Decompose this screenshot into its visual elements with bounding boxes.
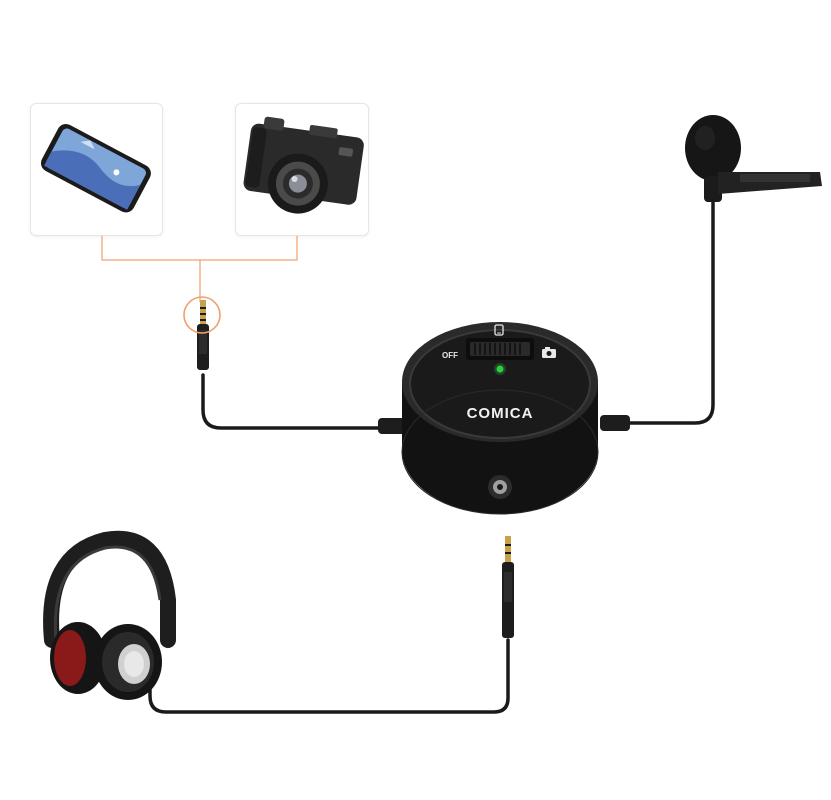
brand-logo-text: COMICA bbox=[467, 405, 534, 422]
headphone-plug bbox=[502, 536, 514, 638]
camera-image bbox=[243, 116, 364, 214]
output-cable bbox=[201, 373, 384, 430]
smartphone-image bbox=[40, 124, 151, 213]
lavalier-microphone bbox=[685, 115, 822, 202]
left-strain-relief bbox=[378, 418, 408, 434]
phone-icon bbox=[494, 324, 504, 336]
headphones bbox=[43, 530, 176, 700]
trrs-plug bbox=[197, 300, 209, 370]
camera-card bbox=[235, 103, 369, 236]
microphone-cable bbox=[623, 200, 715, 425]
source-bracket bbox=[101, 236, 298, 302]
status-led bbox=[496, 365, 504, 373]
camera-icon bbox=[542, 347, 556, 358]
plug-highlight-ring bbox=[183, 296, 221, 334]
right-strain-relief bbox=[600, 415, 630, 431]
switch-off-label: OFF bbox=[442, 351, 458, 360]
headphone-cable bbox=[148, 638, 510, 714]
smartphone-card bbox=[30, 103, 163, 236]
